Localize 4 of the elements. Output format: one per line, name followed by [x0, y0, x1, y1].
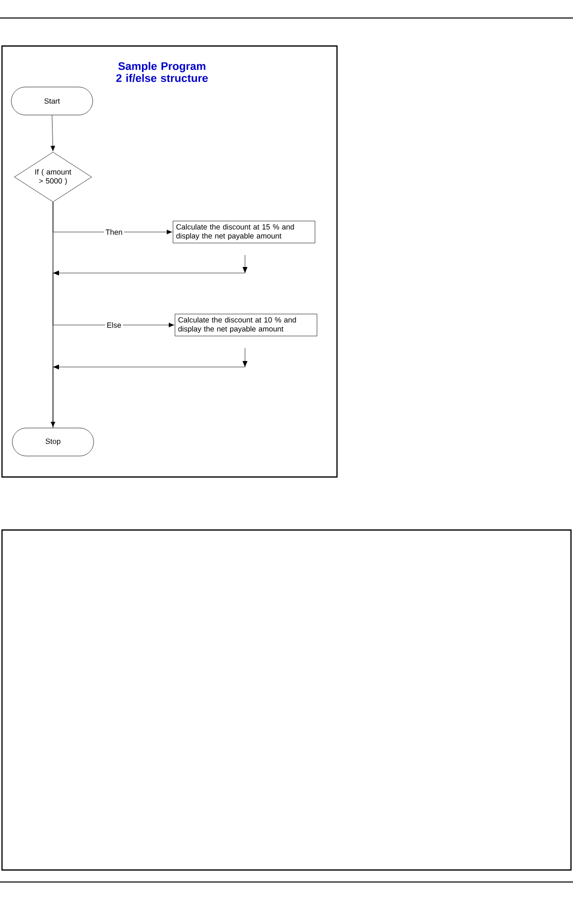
title: Sample Program 2 if/else structure: [116, 62, 208, 82]
connector-arrow: [52, 348, 248, 428]
connector-arrow: [50, 202, 56, 428]
connector-arrow: [50, 115, 56, 152]
